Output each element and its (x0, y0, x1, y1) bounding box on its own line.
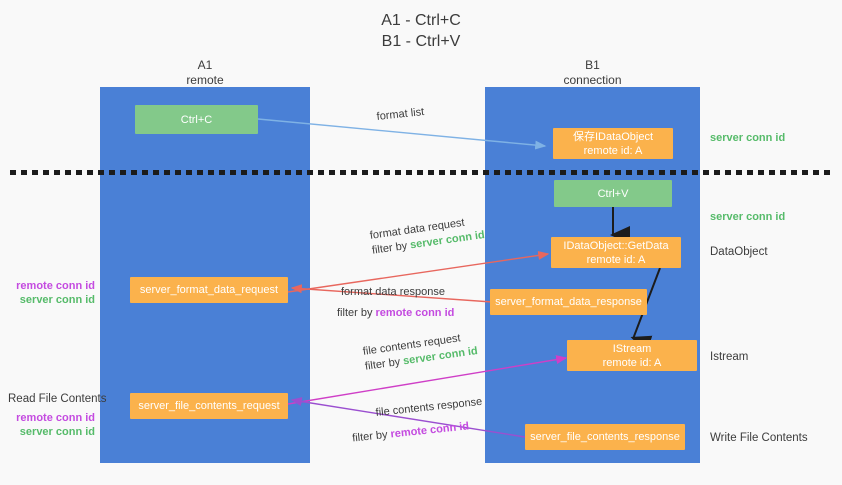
node-server-file-contents-response-label: server_file_contents_response (530, 431, 680, 443)
filter-prefix: filter by (364, 355, 405, 373)
node-idataobject-getdata[interactable]: IDataObject::GetData remote id: A (551, 237, 681, 268)
node-server-format-data-request[interactable]: server_format_data_request (130, 277, 288, 303)
node-ctrl-v-label: Ctrl+V (597, 187, 629, 200)
label-server-conn-id-top: server conn id (710, 132, 786, 144)
phase-divider (10, 170, 832, 175)
filter-key-remote-conn-id: remote conn id (389, 420, 470, 441)
edge-label-format-data-request: format data request filter by server con… (369, 213, 486, 259)
node-server-format-data-response-label: server_format_data_response (495, 296, 642, 308)
node-server-format-data-response[interactable]: server_format_data_response (490, 289, 647, 315)
filter-prefix: filter by (337, 307, 376, 319)
node-save-idataobject-line2: remote id: A (583, 144, 643, 157)
column-header-a1: A1 remote (100, 58, 310, 88)
label-server-conn-id-mid: server conn id (710, 211, 786, 223)
filter-key-remote-conn-id: remote conn id (375, 307, 455, 319)
node-server-file-contents-response[interactable]: server_file_contents_response (525, 424, 685, 450)
label-dataobject: DataObject (710, 246, 768, 258)
node-save-idataobject[interactable]: 保存IDataObject remote id: A (553, 128, 673, 159)
node-server-file-contents-request[interactable]: server_file_contents_request (130, 393, 288, 419)
page-title: A1 - Ctrl+C B1 - Ctrl+V (381, 12, 461, 50)
node-istream-line1: IStream (612, 342, 652, 355)
filter-prefix: filter by (351, 428, 392, 445)
node-ctrl-c[interactable]: Ctrl+C (135, 105, 258, 134)
node-idataobject-getdata-line1: IDataObject::GetData (563, 239, 669, 252)
column-header-a1-sub: remote (186, 73, 224, 87)
node-ctrl-v[interactable]: Ctrl+V (554, 180, 672, 207)
label-format-remote-conn-id: remote conn id (16, 280, 95, 292)
column-header-b1-sub: connection (563, 73, 622, 87)
label-file-server-conn-id: server conn id (19, 426, 95, 438)
column-header-a1-name: A1 (197, 58, 213, 72)
node-server-format-data-request-label: server_format_data_request (139, 284, 279, 296)
column-header-b1-name: B1 (585, 58, 600, 72)
label-write-file-contents: Write File Contents (710, 432, 808, 444)
node-save-idataobject-line1: 保存IDataObject (572, 130, 654, 143)
label-format-server-conn-id: server conn id (19, 294, 95, 306)
node-istream[interactable]: IStream remote id: A (567, 340, 697, 371)
filter-prefix: filter by (371, 239, 412, 257)
edge-label-format-data-response: format data response filter by remote co… (337, 285, 454, 321)
label-file-remote-conn-id: remote conn id (16, 412, 95, 424)
edge-label-file-contents-response-line1: file contents response (375, 395, 483, 419)
edge-label-file-contents-request: file contents request filter by server c… (362, 329, 479, 375)
label-file-conn-ids: remote conn id server conn id (0, 411, 95, 439)
node-server-file-contents-request-label: server_file_contents_request (138, 400, 280, 412)
edge-label-format-list: format list (376, 105, 425, 125)
node-ctrl-c-label: Ctrl+C (180, 113, 213, 126)
edge-label-format-data-response-filter: filter by remote conn id (337, 306, 454, 321)
node-idataobject-getdata-line2: remote id: A (586, 253, 646, 266)
column-header-b1: B1 connection (485, 58, 700, 88)
edge-label-file-contents-response-filter: filter by remote conn id (352, 418, 486, 447)
node-istream-line2: remote id: A (602, 356, 662, 369)
label-read-file-contents: Read File Contents (8, 393, 107, 405)
label-istream: Istream (710, 351, 749, 363)
edge-label-file-contents-response: file contents response filter by remote … (352, 395, 485, 445)
edge-label-format-list-text: format list (376, 106, 425, 123)
edge-label-format-data-response-line1: format data response (341, 286, 445, 298)
label-format-conn-ids: remote conn id server conn id (0, 279, 95, 307)
